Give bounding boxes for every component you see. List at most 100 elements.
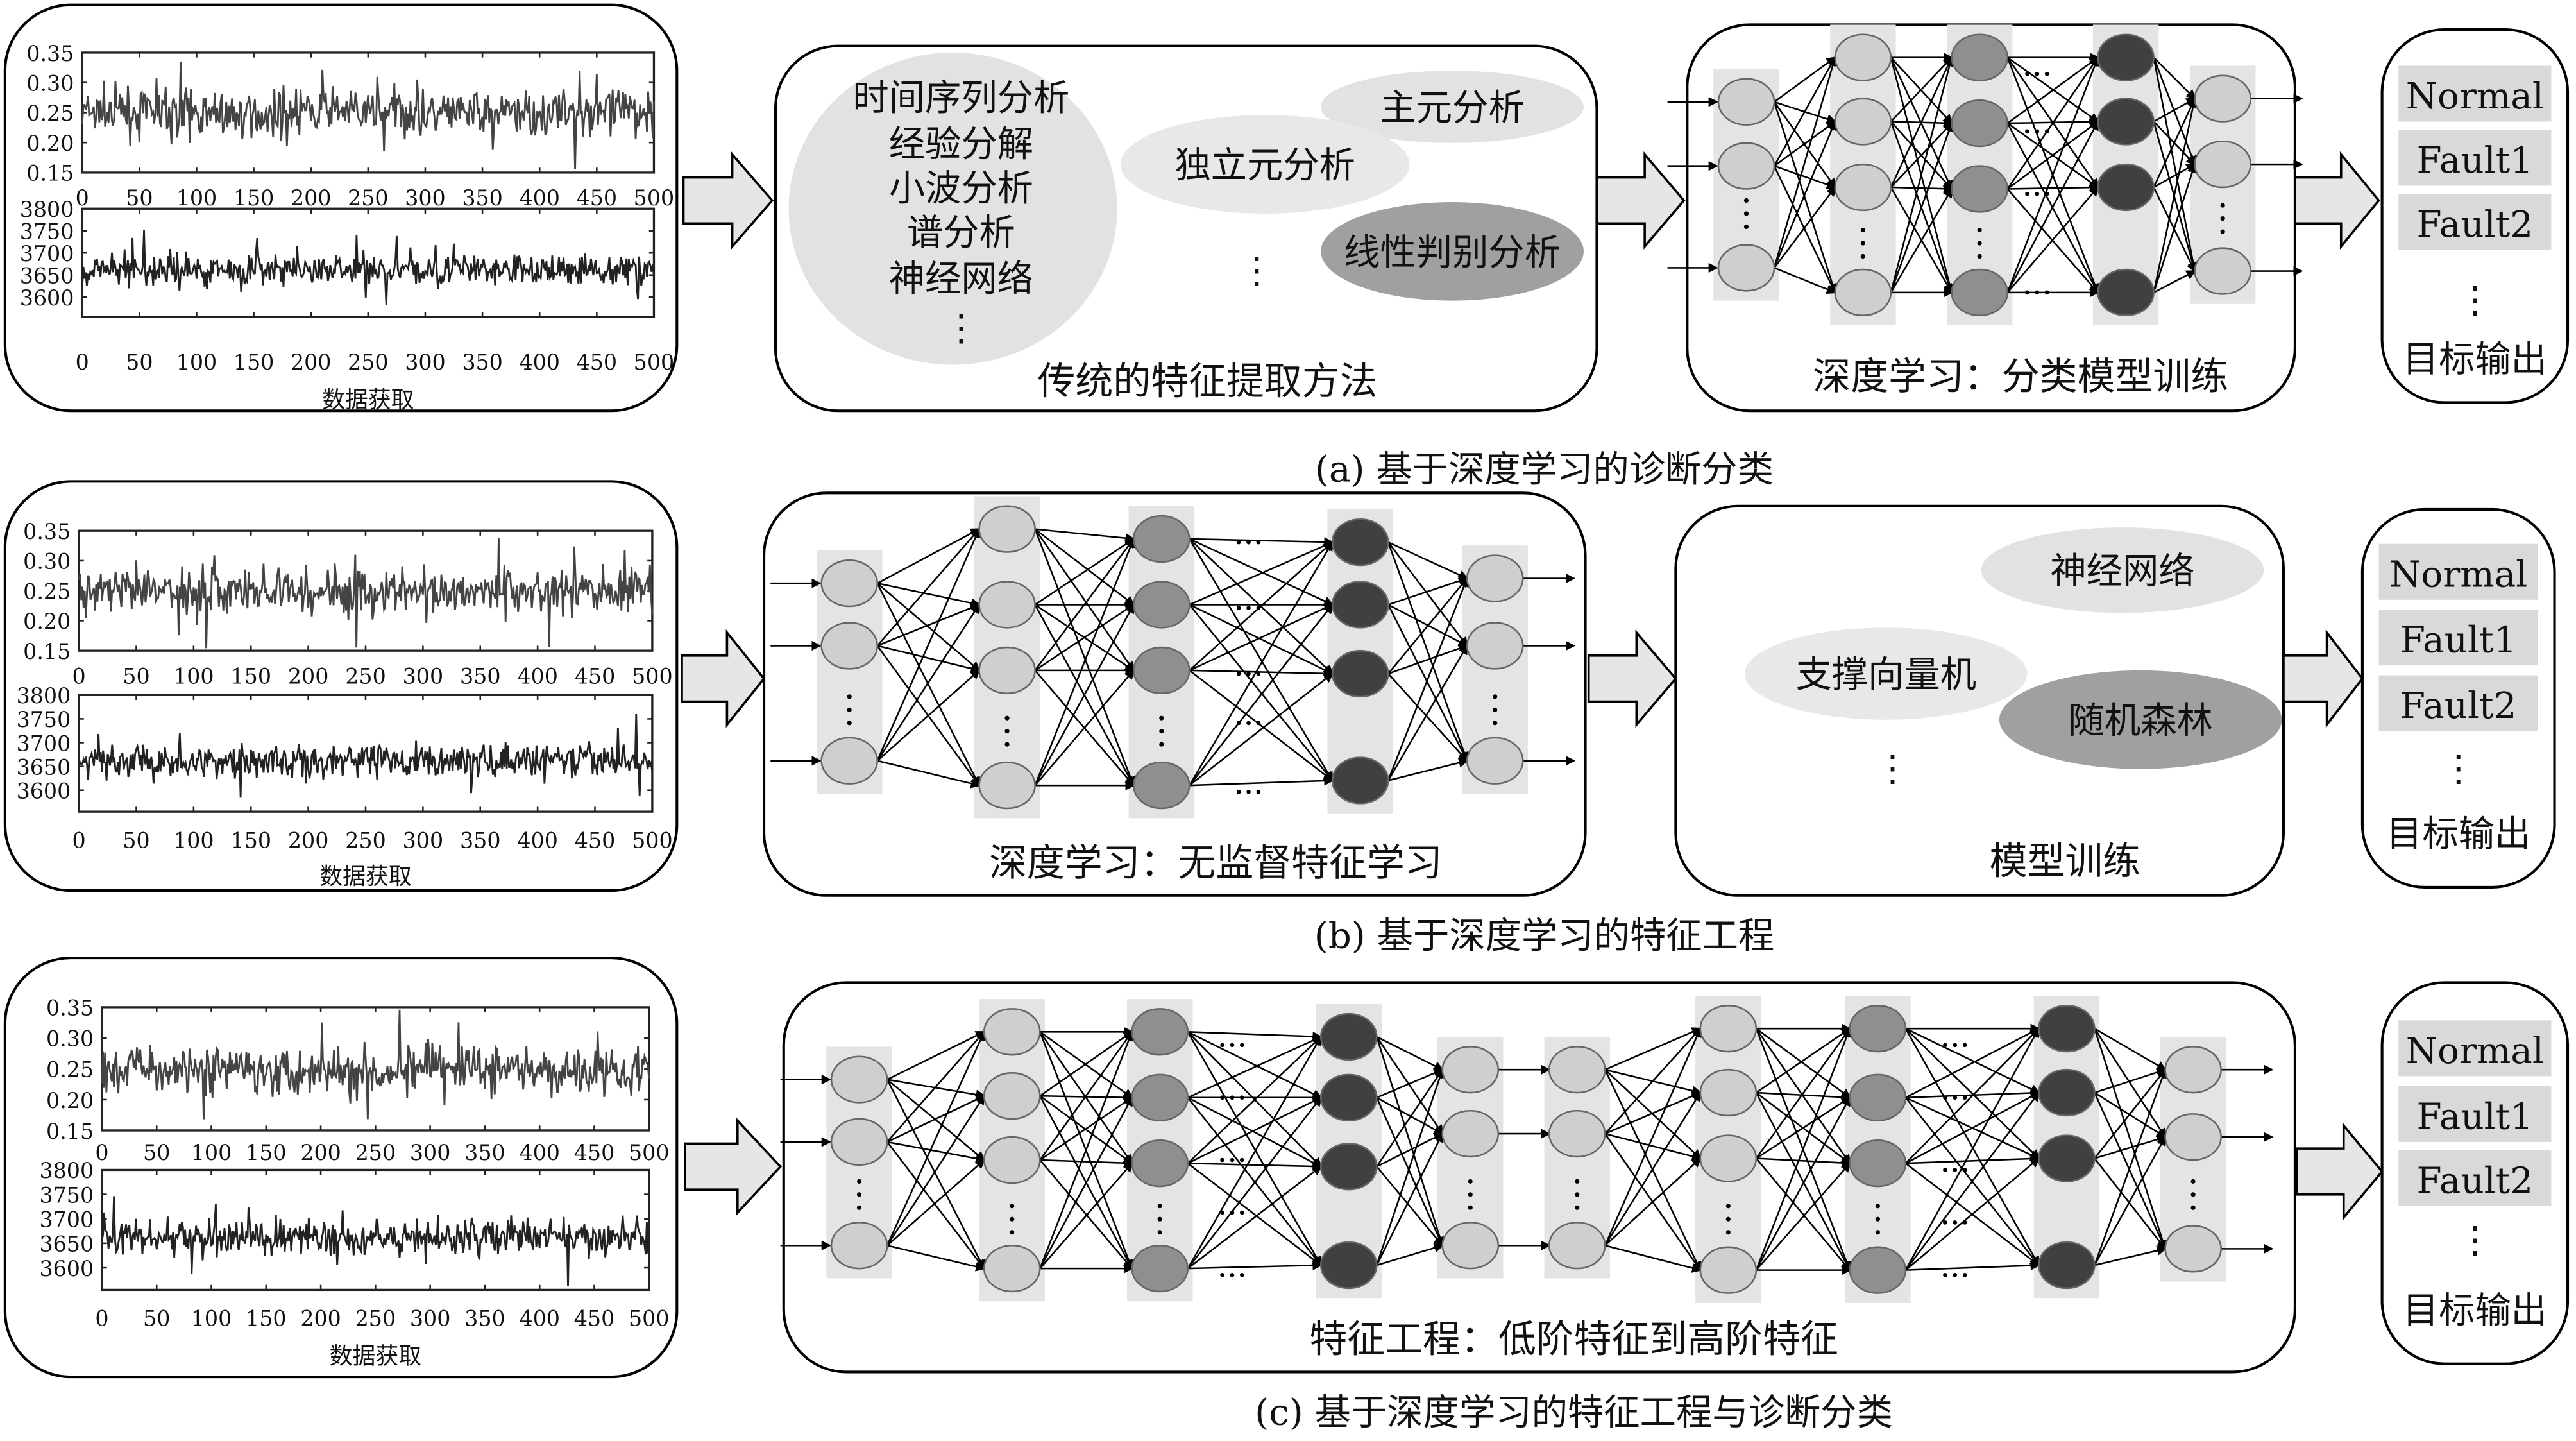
x-tick-label: 400: [519, 1140, 560, 1165]
row-c-caption: (c) 基于深度学习的特征工程与诊断分类: [1255, 1392, 1893, 1433]
connection: [1039, 1096, 1133, 1161]
signal-line: [78, 713, 654, 798]
ellipsis-dot: [1468, 1179, 1473, 1184]
connection: [2094, 1092, 2167, 1250]
x-tick-label: 450: [575, 828, 616, 853]
y-tick-label: 3800: [39, 1158, 94, 1183]
x-tick-label: 150: [230, 663, 271, 688]
connection: [1187, 1161, 1323, 1172]
x-tick-label: 0: [76, 185, 89, 210]
ellipsis-dot: [1468, 1205, 1473, 1210]
connection: [1376, 1096, 1444, 1135]
connection: [1376, 1036, 1445, 1071]
ellipsis-dot: [1977, 227, 1982, 233]
model-ellipse-label: 支撑向量机: [1795, 654, 1976, 695]
model-ellipse-label: 随机森林: [2069, 700, 2213, 742]
neuron-node: [1441, 1046, 1500, 1094]
ellipsis-dot: [1725, 1216, 1731, 1222]
ellipsis-dot: [1943, 1095, 1947, 1100]
neuron-node: [830, 1118, 888, 1166]
x-tick-label: 500: [634, 185, 675, 210]
method-ellipse-label: 独立元分析: [1174, 145, 1355, 187]
connection: [1755, 1027, 1852, 1271]
ellipsis-dot: [1230, 1043, 1235, 1048]
neuron-node: [1466, 622, 1524, 670]
x-tick-label: 0: [95, 1306, 108, 1331]
y-tick-label: 0.20: [46, 1088, 94, 1113]
y-tick-label: 0.30: [26, 71, 74, 96]
neuron-node: [1699, 1068, 1758, 1117]
ellipsis-dot: [1953, 1168, 1958, 1172]
x-tick-label: 400: [519, 350, 560, 375]
y-tick-label: 0.15: [46, 1119, 94, 1144]
x-tick-label: 50: [143, 1140, 170, 1165]
x-tick-label: 100: [191, 1306, 232, 1331]
class-label-bg: [2398, 1150, 2552, 1206]
neuron-node: [1319, 1241, 1378, 1290]
x-tick-label: 500: [629, 1306, 670, 1331]
connection: [1387, 577, 1469, 781]
method-ellipse-label: 主元分析: [1380, 87, 1524, 129]
neuron-node: [1131, 1008, 1189, 1056]
ellipsis-dot: [1962, 1095, 1967, 1100]
x-axis-label: 数据获取: [319, 864, 411, 890]
x-tick-label: 150: [246, 1306, 287, 1331]
x-tick-label: 0: [76, 350, 89, 375]
neuron-node: [1441, 1109, 1500, 1158]
x-tick-label: 300: [405, 185, 446, 210]
neuron-node: [1699, 1246, 1758, 1294]
ellipsis-dot: [2025, 290, 2029, 295]
x-tick-label: 400: [519, 185, 560, 210]
y-tick-label: 3650: [39, 1232, 94, 1257]
row-b-arrow-2: [1587, 629, 1677, 728]
ellipsis-dot: [2220, 229, 2225, 234]
connection: [1376, 1036, 1444, 1136]
class-label-normal: Normal: [2389, 554, 2527, 595]
neuron-node: [983, 1136, 1041, 1184]
connection: [876, 527, 981, 762]
connection: [1039, 1030, 1133, 1161]
ellipsis-dot: [2044, 290, 2049, 295]
ellipsis-dot: [2220, 203, 2225, 208]
neuron-node: [1319, 1012, 1378, 1061]
ellipsis-dot: [2035, 129, 2040, 134]
connection: [1376, 1068, 1445, 1266]
ellipsis-dot: [2025, 129, 2029, 134]
row-a-dl-title: 深度学习：分类模型训练: [1813, 354, 2228, 398]
ellipsis-dot: [1230, 1210, 1235, 1215]
neuron-node: [1331, 756, 1389, 805]
connection: [1905, 1157, 2040, 1271]
method-item: 神经网络: [889, 258, 1033, 300]
connection: [1756, 1028, 1851, 1099]
x-tick-label: 400: [519, 1306, 560, 1331]
connection: [1189, 540, 1334, 786]
class-label-fault2: Fault2: [2417, 1160, 2534, 1202]
ellipsis-dot: [1953, 1043, 1958, 1048]
connection: [1376, 1132, 1445, 1168]
output-title: 目标输出: [2403, 339, 2547, 380]
connection: [1387, 673, 1468, 762]
neuron-node: [978, 646, 1036, 695]
connection: [1890, 56, 1954, 293]
neuron-node: [1717, 78, 1775, 126]
neuron-node: [978, 581, 1036, 629]
ellipsis-dot: [2035, 191, 2040, 196]
ellipsis-dot: [1010, 1216, 1015, 1222]
ellipsis-dot: [1977, 253, 1982, 259]
neuron-node: [2194, 247, 2252, 295]
neuron-node: [1951, 165, 2009, 213]
class-label-normal: Normal: [2406, 76, 2544, 117]
ellipsis-dot: [1977, 241, 1982, 246]
connection: [2006, 56, 2100, 293]
x-tick-label: 350: [462, 350, 503, 375]
neuron-node: [1951, 99, 2009, 148]
row-a-arrow-2: [1595, 151, 1686, 250]
neuron-node: [2164, 1225, 2222, 1273]
x-tick-label: 450: [574, 1140, 615, 1165]
connection: [1774, 121, 1836, 167]
connection: [1039, 1159, 1133, 1270]
connection: [1189, 541, 1334, 606]
